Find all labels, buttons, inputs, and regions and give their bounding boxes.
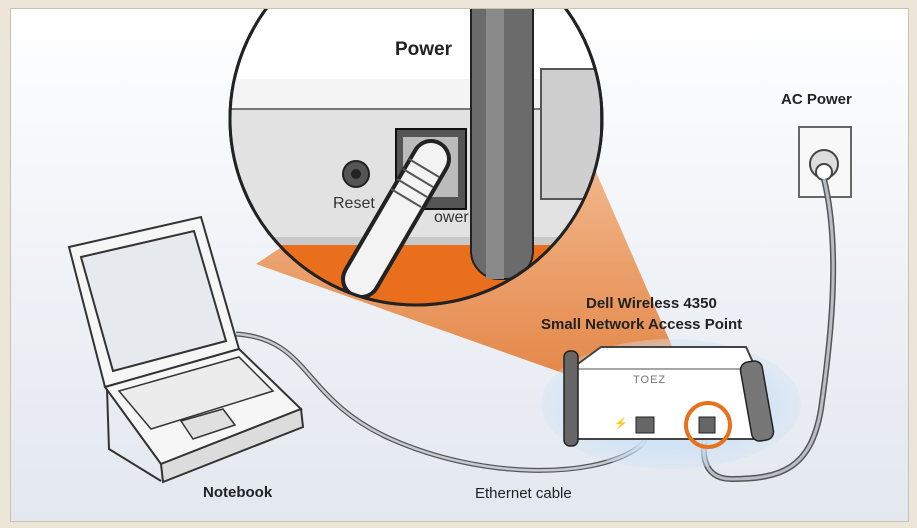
diagram-frame: Power Reset ower AC Power Dell Wireless … xyxy=(10,8,909,522)
ethernet-cable-label: Ethernet cable xyxy=(475,485,572,502)
power-port-label: ower xyxy=(434,209,469,226)
power-port-highlight xyxy=(684,401,732,449)
ac-power-label: AC Power xyxy=(781,91,852,108)
device-name-line1: Dell Wireless 4350 xyxy=(586,295,717,312)
notebook-label: Notebook xyxy=(203,484,273,501)
device-front-badge: TOEZ xyxy=(633,374,667,386)
reset-label: Reset xyxy=(333,195,375,212)
port-mark-icon: ⚡ xyxy=(614,418,628,430)
notebook-computer xyxy=(67,215,305,484)
access-point-device xyxy=(541,339,801,469)
diagram-canvas xyxy=(67,9,852,484)
device-name-line2: Small Network Access Point xyxy=(541,316,743,333)
power-zoom-label: Power xyxy=(395,39,453,60)
